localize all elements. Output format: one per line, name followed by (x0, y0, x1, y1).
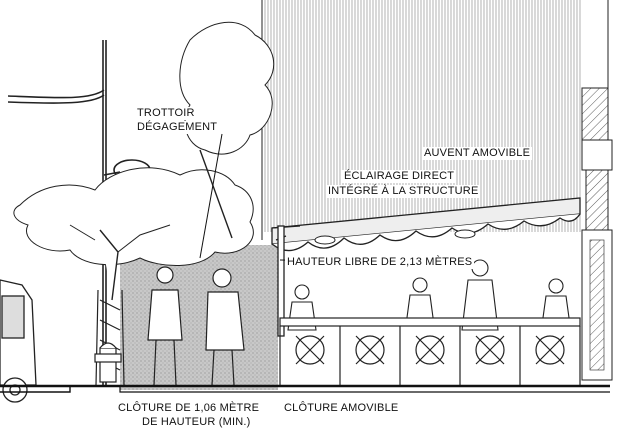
parked-car (0, 279, 37, 403)
label-cloture-line1: CLÔTURE DE 1,06 MÈTRE (118, 402, 260, 414)
label-degagement: DÉGAGEMENT (135, 121, 220, 134)
label-cloture-amovible: CLÔTURE AMOVIBLE (284, 402, 399, 414)
tree-trunk (95, 289, 125, 386)
label-cloture-line2: DE HAUTEUR (MIN.) (142, 416, 251, 428)
awning-lights (314, 229, 476, 245)
label-eclairage-line2: INTÉGRÉ À LA STRUCTURE (326, 185, 481, 198)
pedestrians (147, 266, 245, 386)
fire-hydrant (94, 342, 122, 383)
label-trottoir: TROTTOIR (135, 107, 197, 120)
ground-line (0, 384, 610, 393)
label-eclairage-line1: ÉCLAIRAGE DIRECT (342, 170, 457, 183)
label-hauteur-libre: HAUTEUR LIBRE DE 2,13 MÈTRES (285, 256, 475, 269)
label-auvent-amovible: AUVENT AMOVIBLE (422, 147, 533, 160)
removable-fence (279, 317, 581, 385)
retractable-awning (271, 197, 581, 337)
sidewalk-clearance-zone (120, 245, 278, 390)
building-wall (581, 0, 613, 381)
